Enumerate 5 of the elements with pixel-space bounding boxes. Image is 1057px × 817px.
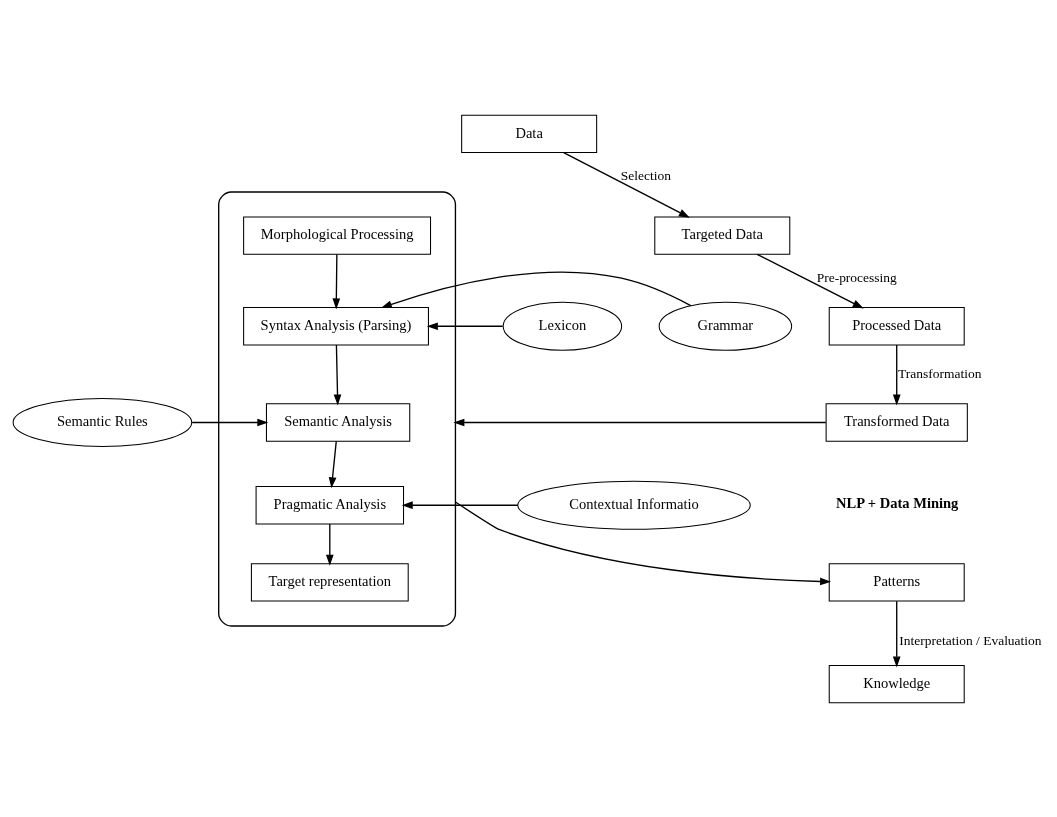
label: NLP + Data Mining xyxy=(835,494,959,511)
edge-label: Pre-processing xyxy=(816,269,897,285)
edge-label: Interpretation / Evaluation xyxy=(899,632,1042,648)
edge-label: Selection xyxy=(620,167,672,183)
edge-label: Transformation xyxy=(898,365,982,381)
